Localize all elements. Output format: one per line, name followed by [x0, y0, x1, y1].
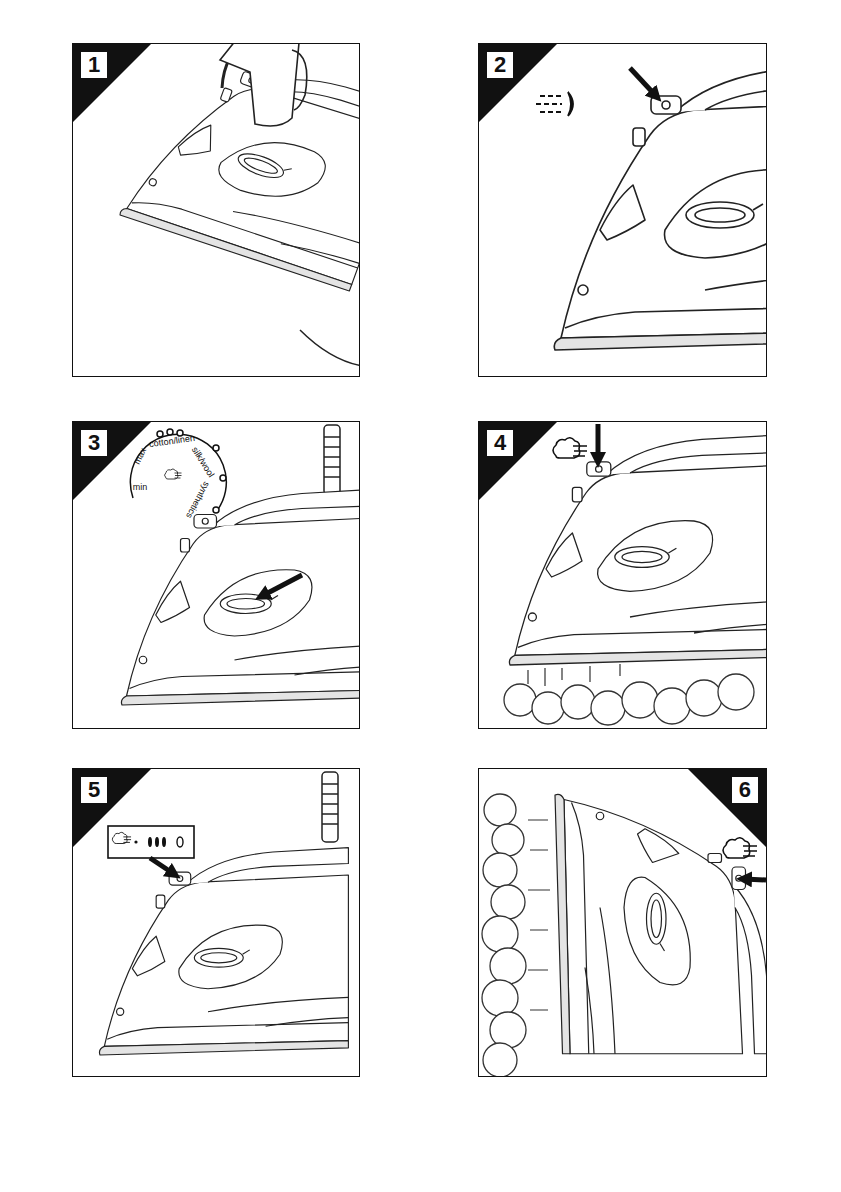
step-panel: 1	[72, 43, 360, 377]
dial-label-holder: synthetics	[184, 480, 212, 520]
step-panel: 3	[72, 421, 360, 729]
dial-label-holder: cotton/linen	[149, 433, 196, 449]
step-panel: 6	[478, 768, 767, 1077]
step-panel: 5	[72, 768, 360, 1077]
step-number: 5	[80, 776, 108, 804]
dial-setting: min	[133, 482, 148, 492]
dial-setting: cotton/linen	[149, 433, 196, 449]
dial-label-holder: min	[133, 482, 148, 492]
step-number: 3	[80, 429, 108, 457]
dial-label-holder: silk/wool	[190, 445, 217, 479]
dial-setting: synthetics	[184, 480, 212, 520]
dial-label-holder: max	[132, 446, 148, 466]
step-number: 1	[80, 51, 108, 79]
step-number: 4	[486, 429, 514, 457]
dial-setting: silk/wool	[190, 445, 217, 479]
dial-setting: max	[132, 446, 148, 466]
step-panel: 2	[478, 43, 767, 377]
step-number: 6	[731, 776, 759, 804]
step-number: 2	[486, 51, 514, 79]
step-panel: 4	[478, 421, 767, 729]
